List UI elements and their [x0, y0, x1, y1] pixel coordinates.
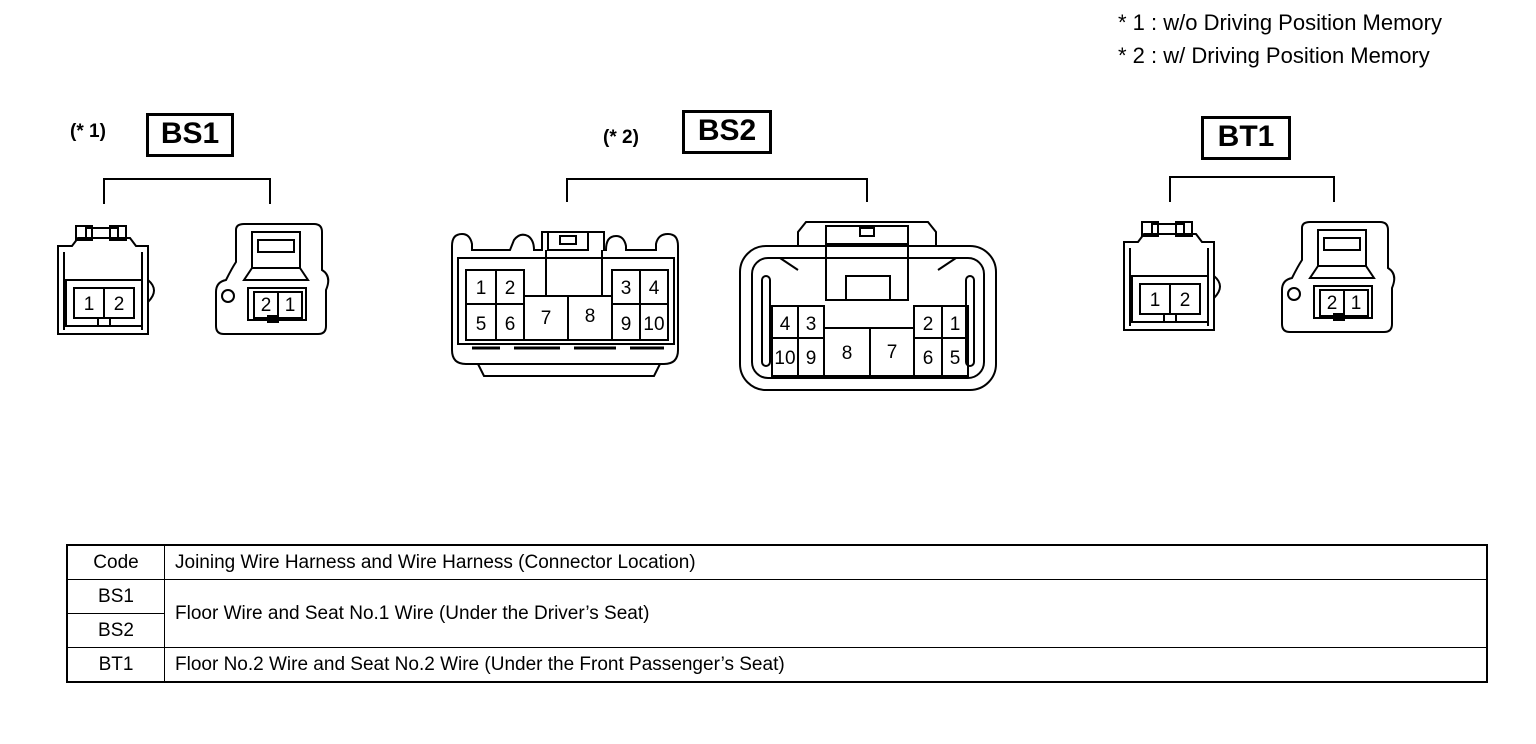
connector-diagram: 1 2 2 1 1 2 5 6 7 8 3 4	[57, 176, 1396, 391]
pin-label: 9	[621, 314, 632, 335]
pin-label: 1	[1150, 290, 1161, 311]
bs2-female-pin-4: 4	[639, 269, 669, 305]
table-cell-code: BS1	[66, 579, 165, 614]
bs2-male-pin-9: 9	[797, 337, 825, 377]
table-row: BT1 Floor No.2 Wire and Seat No.2 Wire (…	[66, 647, 1488, 683]
bs2-female-pin-1: 1	[465, 269, 497, 305]
pin-label: 10	[643, 314, 664, 335]
table-cell-code: BS2	[66, 613, 165, 648]
table-cell-desc: Floor Wire and Seat No.1 Wire (Under the…	[164, 579, 1488, 648]
bs2-female-pin-7: 7	[523, 295, 569, 341]
bs2-male-pin-8: 8	[823, 327, 871, 377]
bs2-male-pin-3: 3	[797, 305, 825, 339]
bt1-male-pin-2: 2	[1319, 289, 1345, 317]
pin-label: 6	[923, 348, 934, 369]
bs1-male-pin-1: 1	[277, 291, 303, 319]
pin-label: 9	[806, 348, 817, 369]
table-header-code: Code	[66, 544, 165, 580]
bs2-male-pin-6: 6	[913, 337, 943, 377]
table-row: BS2	[66, 613, 1487, 648]
bs2-female-pin-10: 10	[639, 303, 669, 341]
pin-label: 1	[285, 295, 296, 316]
pin-label: 4	[780, 314, 791, 335]
bt1-female-pin-2: 2	[1169, 283, 1201, 315]
pin-label: 2	[505, 278, 516, 299]
bs1-female-pin-2: 2	[103, 287, 135, 319]
pin-label: 5	[476, 314, 487, 335]
bs2-male-pin-7: 7	[869, 327, 915, 377]
note-1: * 1 : w/o Driving Position Memory	[1118, 10, 1442, 35]
bs1-female-pin-1: 1	[73, 287, 105, 319]
pin-label: 1	[84, 294, 95, 315]
pin-label: 4	[649, 278, 660, 299]
bs2-female-pins: 1 2 5 6 7 8 3 4 9 10	[465, 269, 669, 341]
table-row: BS1 Floor Wire and Seat No.1 Wire (Under…	[66, 579, 1488, 648]
pin-label: 7	[541, 308, 552, 329]
bs2-female-pin-9: 9	[611, 303, 641, 341]
bs2-female-pin-2: 2	[495, 269, 525, 305]
bs2-note-tag: (* 2)	[603, 127, 639, 148]
note-2: * 2 : w/ Driving Position Memory	[1118, 43, 1430, 68]
pin-label: 2	[923, 314, 934, 335]
pin-label: 1	[476, 278, 487, 299]
connector-code-bt1: BT1	[1201, 116, 1291, 160]
connector-location-table: Code Joining Wire Harness and Wire Harne…	[66, 544, 1488, 683]
bs1-bracket	[103, 178, 271, 204]
pin-label: 6	[505, 314, 516, 335]
pin-label: 3	[806, 314, 817, 335]
bs2-bracket	[566, 178, 868, 202]
pin-label: 2	[1180, 290, 1191, 311]
bs1-note-tag: (* 1)	[70, 121, 106, 142]
bs2-male-connector	[739, 221, 997, 391]
pin-label: 3	[621, 278, 632, 299]
bs1-male-connector	[215, 223, 330, 335]
bs2-female-pin-6: 6	[495, 303, 525, 341]
bs2-male-pin-1: 1	[941, 305, 969, 339]
pin-label: 8	[585, 306, 596, 327]
pin-label: 5	[950, 348, 961, 369]
bs2-male-pins: 4 3 2 1 10 9 8 7 6 5	[771, 305, 969, 377]
pin-label: 2	[1327, 293, 1338, 314]
pin-label: 10	[774, 348, 795, 369]
bs2-female-pin-5: 5	[465, 303, 497, 341]
bs2-male-pin-5: 5	[941, 337, 969, 377]
bt1-bracket	[1169, 176, 1335, 202]
pin-label: 1	[1351, 293, 1362, 314]
pin-label: 1	[950, 314, 961, 335]
bt1-female-connector	[1123, 221, 1221, 331]
pin-label: 7	[887, 342, 898, 363]
bs2-female-connector	[451, 231, 679, 377]
connector-code-bs2: BS2	[682, 110, 772, 154]
bs1-male-pin-2: 2	[253, 291, 279, 319]
bs1-female-connector	[57, 225, 155, 335]
pin-label: 2	[114, 294, 125, 315]
bt1-male-pin-1: 1	[1343, 289, 1369, 317]
table-cell-desc: Floor No.2 Wire and Seat No.2 Wire (Unde…	[164, 647, 1488, 683]
bt1-female-pin-1: 1	[1139, 283, 1171, 315]
bs2-female-pin-8: 8	[567, 295, 613, 341]
pin-label: 8	[842, 343, 853, 364]
table-header-desc: Joining Wire Harness and Wire Harness (C…	[164, 544, 1488, 580]
bs2-male-pin-4: 4	[771, 305, 799, 339]
connector-code-bs1: BS1	[146, 113, 234, 157]
bs2-male-pin-10: 10	[771, 337, 799, 377]
bt1-male-connector	[1281, 221, 1396, 333]
table-header-row: Code Joining Wire Harness and Wire Harne…	[66, 544, 1488, 580]
pin-label: 2	[261, 295, 272, 316]
table-cell-code: BT1	[66, 647, 165, 683]
bs2-male-pin-2: 2	[913, 305, 943, 339]
bs2-female-pin-3: 3	[611, 269, 641, 305]
